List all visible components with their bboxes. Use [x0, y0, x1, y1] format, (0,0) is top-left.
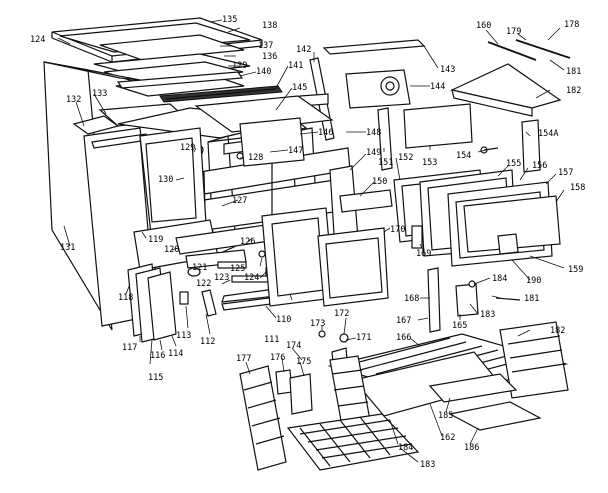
label-185: 185: [438, 411, 453, 421]
label-144: 144: [430, 82, 445, 92]
label-154a: 154A: [538, 129, 558, 139]
label-127: 127: [232, 196, 247, 206]
oven-door-right: [377, 103, 561, 267]
label-140: 140: [256, 67, 271, 77]
oven-cabinet: [117, 107, 351, 257]
label-165: 165: [452, 321, 467, 331]
label-146: 146: [318, 128, 333, 138]
label-112: 112: [200, 337, 215, 347]
label-131: 131: [60, 243, 75, 253]
label-135: 135: [222, 15, 237, 25]
panel-146: [239, 117, 305, 167]
oven-door-left: [261, 207, 389, 307]
label-115: 115: [148, 373, 163, 383]
label-129: 129: [180, 143, 195, 153]
label-118: 118: [118, 293, 133, 303]
label-184: 184: [492, 274, 507, 284]
label-123: 123: [214, 273, 229, 283]
cooktop-panels: [51, 17, 263, 97]
label-136: 136: [262, 52, 277, 62]
label-119: 119: [148, 235, 163, 245]
label-141: 141: [288, 61, 303, 71]
label-156: 156: [532, 161, 547, 171]
label-183: 183: [480, 310, 495, 320]
label-114: 114: [168, 349, 183, 359]
label-170: 170: [390, 225, 405, 235]
label-152: 152: [398, 153, 413, 163]
label-177: 177: [236, 354, 251, 364]
oven-racks: [327, 321, 569, 431]
label-122: 122: [196, 279, 211, 289]
label-181: 181: [566, 67, 581, 77]
side-rack-177: [239, 365, 313, 471]
label-183b: 183: [420, 460, 435, 470]
label-186: 186: [464, 443, 479, 453]
label-162: 162: [440, 433, 455, 443]
label-168: 168: [404, 294, 419, 304]
label-171: 171: [356, 333, 371, 343]
label-117: 117: [122, 343, 137, 353]
label-166: 166: [396, 333, 411, 343]
label-145: 145: [292, 83, 307, 93]
label-182: 182: [566, 86, 581, 96]
label-190: 190: [526, 276, 541, 286]
label-158: 158: [570, 183, 585, 193]
label-159: 159: [568, 265, 583, 275]
label-167: 167: [396, 316, 411, 326]
label-116: 116: [150, 351, 165, 361]
label-176: 176: [270, 353, 285, 363]
label-133: 133: [92, 89, 107, 99]
label-151: 151: [378, 158, 393, 168]
label-175: 175: [296, 357, 311, 367]
label-137: 137: [258, 41, 273, 51]
label-130: 130: [158, 175, 173, 185]
label-148: 148: [366, 128, 381, 138]
label-184b: 184: [398, 443, 413, 453]
label-157: 157: [558, 168, 573, 178]
leader-lines: [57, 19, 565, 463]
label-169: 169: [416, 249, 431, 259]
label-126: 126: [240, 237, 255, 247]
label-113: 113: [176, 331, 191, 341]
label-125: 125: [230, 264, 245, 274]
label-150: 150: [372, 177, 387, 187]
label-120: 120: [164, 245, 179, 255]
label-155: 155: [506, 159, 521, 169]
broiler-pan: [286, 413, 420, 471]
center-small-parts: [318, 330, 371, 427]
label-178: 178: [564, 20, 579, 30]
label-111: 111: [264, 335, 279, 345]
label-124: 124: [30, 35, 45, 45]
label-174: 174: [286, 341, 301, 351]
door-150: [339, 189, 393, 213]
label-153: 153: [422, 158, 437, 168]
label-142: 142: [296, 45, 311, 55]
label-138: 138: [262, 21, 277, 31]
lower-strips: [427, 267, 521, 333]
label-149: 149: [366, 148, 381, 158]
label-110: 110: [276, 315, 291, 325]
label-124b: 124: [244, 273, 259, 283]
label-172: 172: [334, 309, 349, 319]
label-147: 147: [288, 146, 303, 156]
label-181b: 181: [524, 294, 539, 304]
label-132: 132: [66, 95, 81, 105]
trim-strips: [116, 71, 283, 103]
label-173: 173: [310, 319, 325, 329]
label-154: 154: [456, 151, 471, 161]
label-160: 160: [476, 21, 491, 31]
label-128: 128: [248, 153, 263, 163]
part-number-labels: 124 135 138 137 136 139 140 141 142 143 …: [30, 15, 585, 470]
label-182b: 182: [550, 326, 565, 336]
label-139: 139: [232, 61, 247, 71]
label-143: 143: [440, 65, 455, 75]
label-179: 179: [506, 27, 521, 37]
label-121: 121: [192, 263, 207, 273]
front-panels: [83, 127, 219, 343]
side-panel-131: [43, 61, 141, 331]
